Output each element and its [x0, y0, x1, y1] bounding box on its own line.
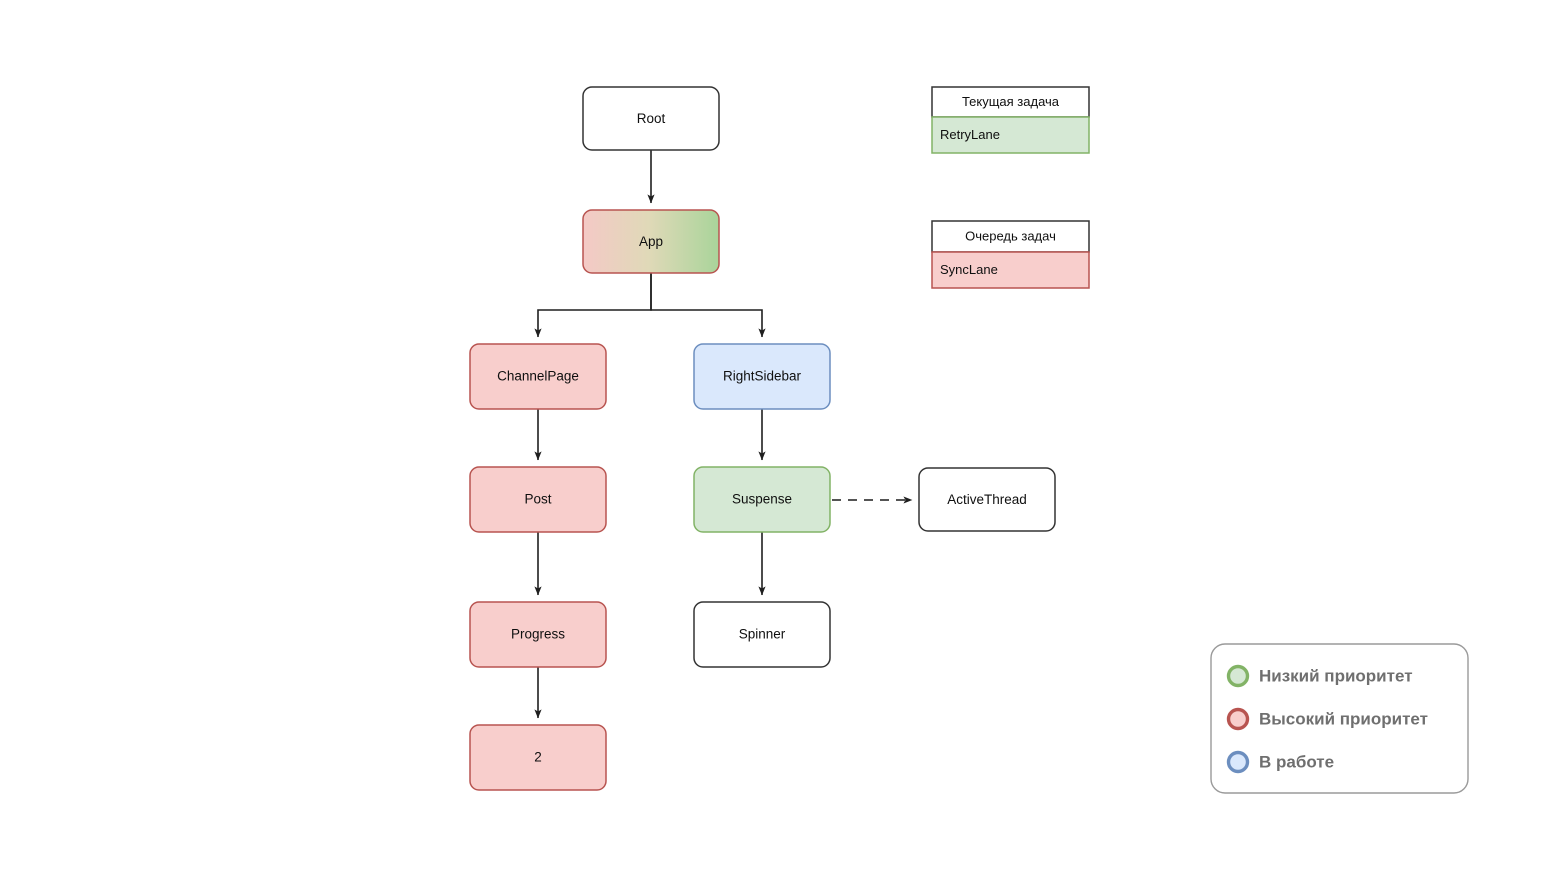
node-label: ChannelPage: [497, 369, 579, 384]
legend-item-label: В работе: [1259, 752, 1334, 771]
node-rightsidebar[interactable]: RightSidebar: [693, 343, 831, 410]
status-panel-title: Очередь задач: [965, 228, 1056, 243]
node-label: ActiveThread: [947, 492, 1027, 507]
status-panel-current-task[interactable]: Текущая задача RetryLane: [931, 86, 1090, 154]
legend-item-low-priority[interactable]: Низкий приоритет: [1226, 664, 1413, 688]
node-post[interactable]: Post: [469, 466, 607, 533]
node-count[interactable]: 2: [469, 724, 607, 791]
node-progress[interactable]: Progress: [469, 601, 607, 668]
in-progress-ring-icon: [1226, 750, 1250, 774]
low-priority-ring-icon: [1226, 664, 1250, 688]
high-priority-ring-icon: [1226, 707, 1250, 731]
node-root[interactable]: Root: [582, 86, 720, 151]
status-panel-value: RetryLane: [940, 127, 1000, 142]
legend-item-label: Низкий приоритет: [1259, 666, 1413, 685]
node-activethread[interactable]: ActiveThread: [918, 467, 1056, 532]
node-label: Spinner: [739, 627, 786, 642]
node-spinner[interactable]: Spinner: [693, 601, 831, 668]
node-label: Post: [524, 492, 551, 507]
node-suspense[interactable]: Suspense: [693, 466, 831, 533]
node-label: 2: [534, 750, 542, 765]
edge-layer: [534, 150, 913, 719]
node-label: Suspense: [732, 492, 792, 507]
status-panel-value: SyncLane: [940, 262, 998, 277]
node-channelpage[interactable]: ChannelPage: [469, 343, 607, 410]
edge-app-rightsidebar: [650, 273, 766, 338]
edge-app-channelpage: [534, 273, 652, 338]
node-label: App: [639, 234, 663, 249]
status-panel-task-queue[interactable]: Очередь задач SyncLane: [931, 220, 1090, 289]
legend-item-label: Высокий приоритет: [1259, 709, 1428, 728]
node-label: RightSidebar: [723, 369, 802, 384]
legend-item-in-progress[interactable]: В работе: [1226, 750, 1335, 774]
node-label: Progress: [511, 627, 565, 642]
status-panel-title: Текущая задача: [962, 94, 1060, 109]
legend-item-high-priority[interactable]: Высокий приоритет: [1226, 707, 1428, 731]
node-label: Root: [637, 111, 666, 126]
node-app[interactable]: App: [582, 209, 720, 274]
legend-panel: Низкий приоритет Высокий приоритет В раб…: [1210, 643, 1469, 794]
